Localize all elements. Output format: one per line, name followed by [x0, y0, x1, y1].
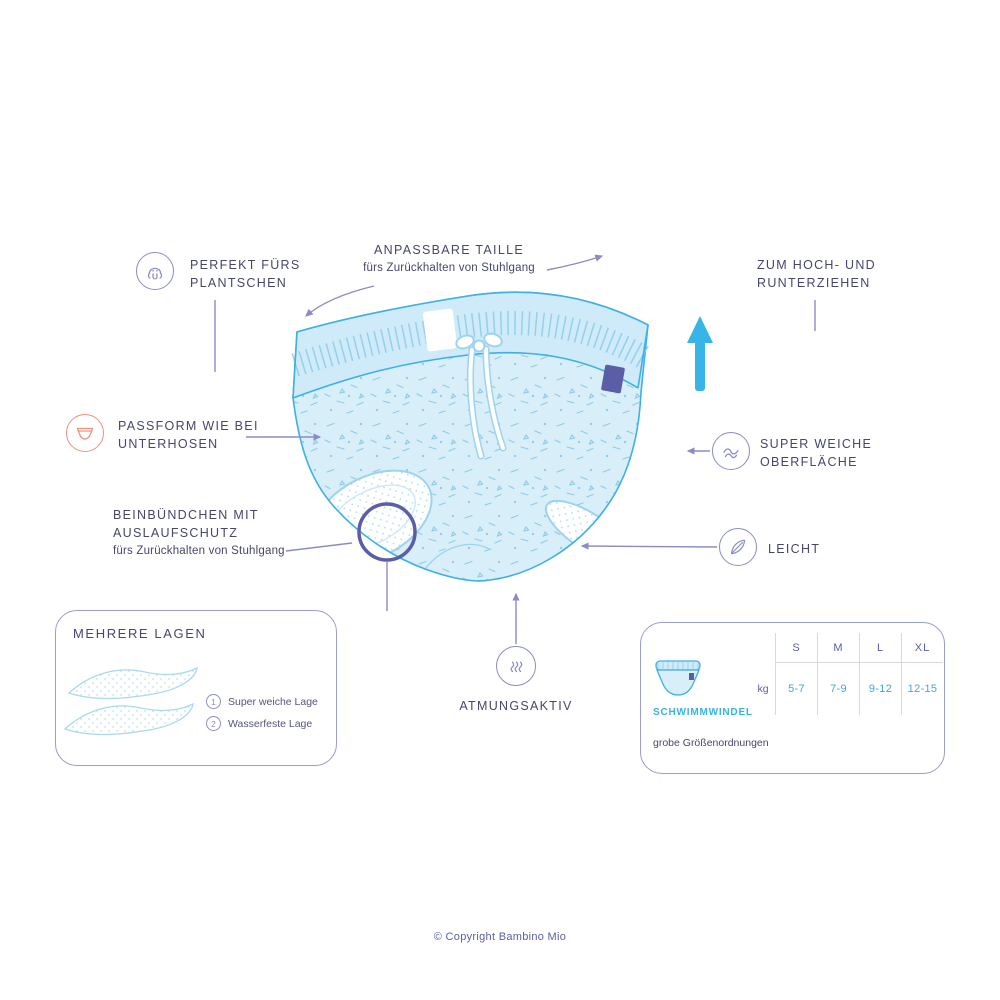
underwear-icon	[66, 414, 104, 452]
callout-plantschen: PERFEKT FÜRS PLANTSCHEN	[190, 258, 301, 291]
weight-l: 9-12	[859, 663, 901, 715]
callout-beinbuendchen-sub: fürs Zurückhalten von Stuhlgang	[113, 545, 285, 558]
callout-beinbuendchen-label: BEINBÜNDCHEN MIT AUSLAUFSCHUTZ	[113, 508, 259, 541]
brand-tag	[601, 364, 625, 394]
layer-1-label: Super weiche Lage	[228, 696, 318, 708]
layer-2-label: Wasserfeste Lage	[228, 718, 313, 730]
layers-panel-title: MEHRERE LAGEN	[73, 626, 207, 641]
callout-hoch-runter: ZUM HOCH- UND RUNTERZIEHEN	[757, 258, 876, 291]
feather-icon	[719, 528, 757, 566]
callout-passform: PASSFORM WIE BEI UNTERHOSEN	[118, 419, 259, 452]
weight-xl: 12-15	[901, 663, 943, 715]
unit-label: kg	[757, 683, 769, 695]
size-table-corner	[751, 633, 775, 663]
callout-taille-label: ANPASSBARE TAILLE	[374, 243, 524, 257]
size-chart-panel: SCHWIMMWINDEL grobe Größenordnungen S M …	[640, 622, 945, 774]
pull-up-arrow	[687, 316, 713, 391]
callout-atmungsaktiv: ATMUNGSAKTIV	[459, 699, 573, 713]
layer-1-marker: 1	[206, 694, 221, 709]
size-col-m: M	[817, 633, 859, 663]
size-note: grobe Größenordnungen	[653, 737, 769, 749]
layer-2-marker: 2	[206, 716, 221, 731]
callout-beinbuendchen: BEINBÜNDCHEN MIT AUSLAUFSCHUTZ fürs Zurü…	[113, 506, 285, 557]
soft-surface-icon	[712, 432, 750, 470]
size-table: S M L XL kg 5-7 7-9 9-12 12-15	[751, 633, 943, 715]
copyright: © Copyright Bambino Mio	[433, 931, 567, 943]
callout-taille: ANPASSBARE TAILLE fürs Zurückhalten von …	[327, 241, 571, 274]
layers-panel: MEHRERE LAGEN 1 Super weiche Lage 2 Wass…	[55, 610, 337, 766]
swim-diaper-illustration	[291, 291, 649, 582]
callout-leicht: LEICHT	[768, 542, 821, 556]
octopus-icon	[136, 252, 174, 290]
product-name: SCHWIMMWINDEL	[653, 707, 753, 718]
size-col-l: L	[859, 633, 901, 663]
mini-diaper-icon	[655, 660, 701, 696]
callout-oberflaeche: SUPER WEICHE OBERFLÄCHE	[760, 437, 873, 470]
leg-cuff-highlight-circle	[357, 502, 417, 562]
breathable-icon	[496, 646, 536, 686]
callout-taille-sub: fürs Zurückhalten von Stuhlgang	[363, 262, 535, 275]
weight-m: 7-9	[817, 663, 859, 715]
weight-s: 5-7	[775, 663, 817, 715]
fabric-layers-illustration	[63, 666, 198, 736]
size-col-xl: XL	[901, 633, 943, 663]
size-col-s: S	[775, 633, 817, 663]
